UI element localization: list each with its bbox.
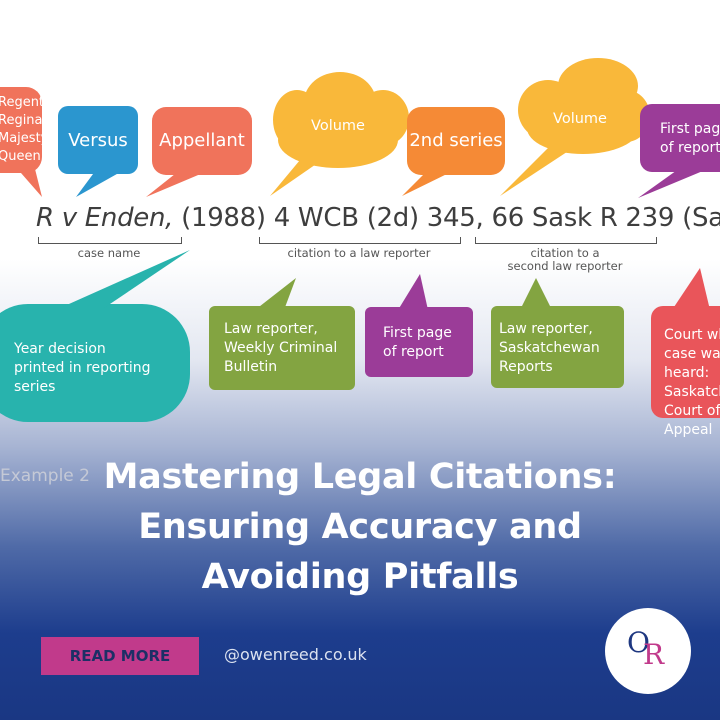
bubble-court-label: Court where case was heard: Saskatchewan… bbox=[664, 327, 720, 438]
annotation-citation-2: citation to a second law reporter bbox=[507, 246, 623, 273]
case-name-bracket bbox=[38, 237, 182, 244]
bubble-first-page-bottom-label: First page of report bbox=[383, 325, 452, 360]
logo-letter-o: O bbox=[627, 626, 650, 659]
citation-1-bracket bbox=[259, 237, 461, 244]
bubble-versus bbox=[58, 106, 138, 197]
bubble-versus-label: Versus bbox=[68, 130, 128, 151]
bubble-appellant bbox=[146, 107, 252, 197]
bubble-court bbox=[651, 268, 720, 418]
bubble-law-reporter-sask-label: Law reporter, Saskatchewan Reports bbox=[499, 321, 600, 375]
bubble-series-label: 2nd series bbox=[409, 130, 503, 151]
citation-2-bracket bbox=[475, 237, 657, 244]
bubble-law-reporter-wcb bbox=[209, 278, 355, 390]
annotation-citation-1: citation to a law reporter bbox=[287, 246, 431, 260]
citation-rest: (1988) 4 WCB (2d) 345, 66 Sask R 239 (Sa… bbox=[181, 203, 720, 233]
owen-reed-logo: O R bbox=[605, 608, 691, 694]
bubble-volume-2 bbox=[500, 58, 650, 196]
bubble-volume-1 bbox=[270, 72, 409, 196]
bubble-volume-2-label: Volume bbox=[553, 111, 607, 127]
bubble-first-page-top-label: First page of report bbox=[660, 121, 720, 156]
example-label: Example 2 bbox=[0, 466, 90, 486]
bubble-law-reporter-wcb-label: Law reporter, Weekly Criminal Bulletin bbox=[224, 321, 338, 375]
citation-case-name: R v Enden, bbox=[36, 203, 174, 233]
bubble-crown bbox=[0, 87, 42, 197]
headline: Mastering Legal Citations: Ensuring Accu… bbox=[103, 457, 617, 597]
bubble-law-reporter-sask bbox=[491, 278, 624, 388]
annotation-case-name: case name bbox=[77, 246, 141, 260]
website-link[interactable]: @owenreed.co.uk bbox=[224, 645, 367, 664]
logo-letter-r: R bbox=[643, 638, 665, 671]
bubble-year-decision-label: Year decision printed in reporting serie… bbox=[14, 341, 151, 395]
bubble-first-page-top bbox=[638, 104, 720, 198]
bubble-year-decision bbox=[0, 250, 190, 422]
bubble-appellant-label: Appellant bbox=[159, 130, 245, 151]
read-more-button[interactable]: READ MORE bbox=[41, 637, 199, 675]
bubble-series bbox=[402, 107, 505, 196]
bubble-first-page-bottom bbox=[365, 274, 473, 377]
bubble-volume-1-label: Volume bbox=[311, 118, 365, 134]
bubble-crown-label: Regent. Regina, Majesty Queen bbox=[0, 95, 49, 164]
citation-example: R v Enden, (1988) 4 WCB (2d) 345, 66 Sas… bbox=[36, 203, 720, 233]
